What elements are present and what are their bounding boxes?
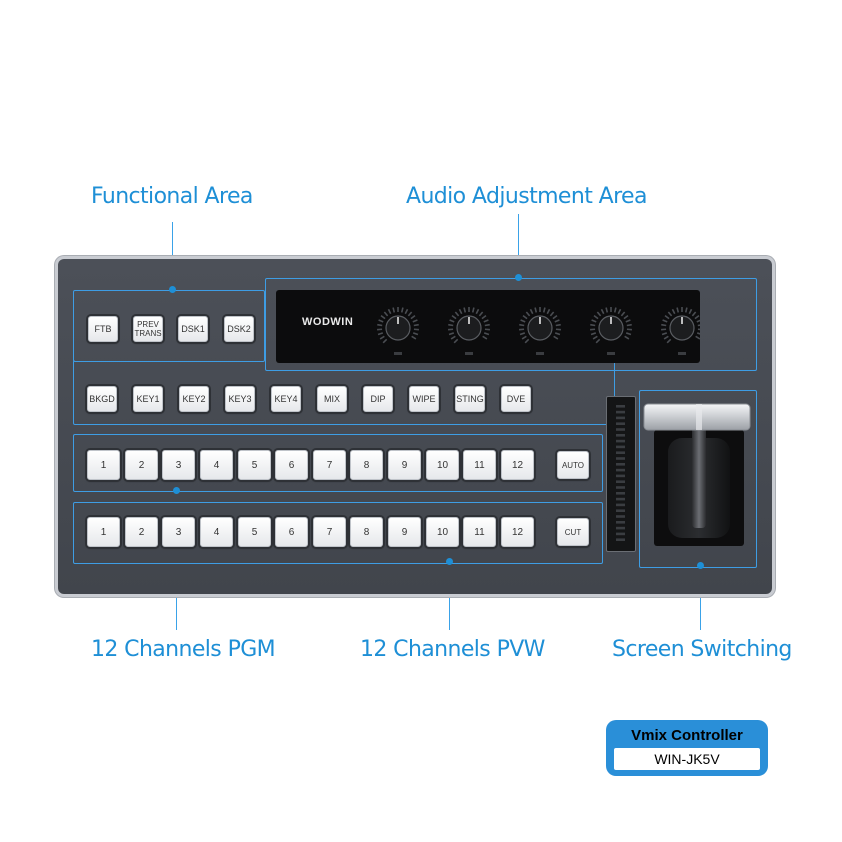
pgm-channel-4[interactable]: 4 [200,450,233,480]
key-mix[interactable]: MIX [317,386,347,412]
meter-segment [616,451,625,454]
level-meter [606,396,636,552]
pvw-channel-1[interactable]: 1 [87,517,120,547]
zone-audio [265,278,757,371]
connector-pvw [449,562,450,630]
dot-audio [515,274,522,281]
key-dsk1[interactable]: DSK1 [178,316,208,342]
meter-segment [616,468,625,472]
level-meter-segments [616,405,625,541]
label-pvw: 12 Channels PVW [360,637,545,662]
pgm-channel-2[interactable]: 2 [125,450,158,480]
meter-segment [616,497,625,501]
meter-segment [616,521,625,524]
pgm-channel-9[interactable]: 9 [388,450,421,480]
connector-screen [700,566,701,630]
key-dip[interactable]: DIP [363,386,393,412]
zone-pvw [73,502,603,564]
badge-title: Vmix Controller [631,727,743,744]
dot-pvw [446,558,453,565]
meter-segment [616,410,625,414]
meter-segment [616,486,625,489]
cut-button[interactable]: CUT [557,518,589,546]
audio-knob-5[interactable] [661,307,700,355]
pgm-channel-1[interactable]: 1 [87,450,120,480]
meter-segment [616,474,625,478]
key-bkgd[interactable]: BKGD [87,386,117,412]
dot-pgm [173,487,180,494]
pvw-channel-6[interactable]: 6 [275,517,308,547]
meter-segment [616,532,625,536]
badge-model: WIN-JK5V [654,751,720,767]
pgm-channel-12[interactable]: 12 [501,450,534,480]
meter-segment [616,463,625,466]
meter-segment [616,445,625,449]
meter-segment [616,492,625,495]
audio-display-strip [276,290,700,363]
pvw-channel-3[interactable]: 3 [162,517,195,547]
zone-functional-lower [73,360,615,425]
label-audio-area: Audio Adjustment Area [406,184,647,209]
meter-segment [616,428,625,431]
meter-segment [616,509,625,512]
meter-segment [616,457,625,460]
meter-segment [616,434,625,437]
pgm-channel-10[interactable]: 10 [426,450,459,480]
brand-logo: WODWIN [302,316,354,328]
pgm-channel-7[interactable]: 7 [313,450,346,480]
badge-model-box [614,748,760,770]
pvw-channel-11[interactable]: 11 [463,517,496,547]
dot-functional [169,286,176,293]
key-wipe[interactable]: WIPE [409,386,439,412]
audio-knob-4[interactable] [590,307,632,355]
pgm-channel-5[interactable]: 5 [238,450,271,480]
connector-audio [518,214,519,278]
pvw-channel-7[interactable]: 7 [313,517,346,547]
pvw-channel-4[interactable]: 4 [200,517,233,547]
label-screen-switching: Screen Switching [612,637,792,662]
key-key4[interactable]: KEY4 [271,386,301,412]
audio-knob-1[interactable] [377,307,419,355]
meter-segment [616,526,625,530]
tbar-fader[interactable] [640,398,756,548]
meter-segment [616,538,625,541]
key-dve[interactable]: DVE [501,386,531,412]
auto-button[interactable]: AUTO [557,451,589,479]
meter-segment [616,405,625,408]
key-sting[interactable]: STING [455,386,485,412]
pgm-channel-6[interactable]: 6 [275,450,308,480]
pvw-channel-12[interactable]: 12 [501,517,534,547]
pvw-channel-8[interactable]: 8 [350,517,383,547]
audio-knob-2[interactable] [448,307,490,355]
key-dsk2[interactable]: DSK2 [224,316,254,342]
key-key2[interactable]: KEY2 [179,386,209,412]
pvw-channel-2[interactable]: 2 [125,517,158,547]
zone-pgm [73,434,603,492]
connector-functional [172,222,173,290]
key-key3[interactable]: KEY3 [225,386,255,412]
pvw-channel-5[interactable]: 5 [238,517,271,547]
key-ftb[interactable]: FTB [88,316,118,342]
meter-segment [616,515,625,518]
pgm-channel-8[interactable]: 8 [350,450,383,480]
label-functional-area: Functional Area [91,184,253,209]
pgm-channel-3[interactable]: 3 [162,450,195,480]
pgm-channel-11[interactable]: 11 [463,450,496,480]
meter-segment [616,422,625,425]
pvw-channel-10[interactable]: 10 [426,517,459,547]
meter-segment [616,439,625,443]
label-pgm: 12 Channels PGM [91,637,276,662]
key-key1[interactable]: KEY1 [133,386,163,412]
meter-segment [616,416,625,420]
dot-screen [697,562,704,569]
meter-segment [616,480,625,483]
meter-segment [616,503,625,507]
audio-knob-3[interactable] [519,307,561,355]
audio-knobs [377,307,700,355]
pvw-channel-9[interactable]: 9 [388,517,421,547]
